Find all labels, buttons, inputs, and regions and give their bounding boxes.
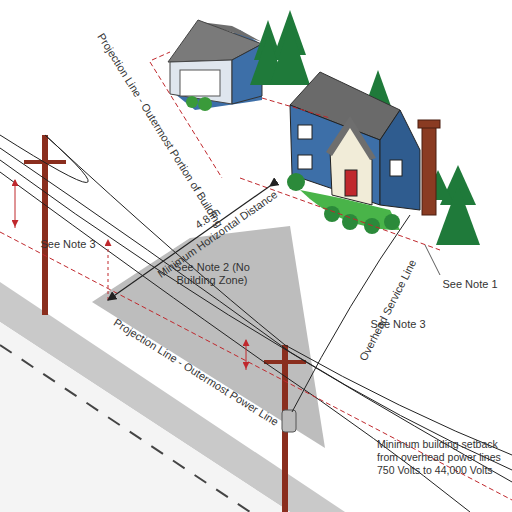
- callout-label: Overhead Service Line: [357, 257, 419, 362]
- caption-note: Minimum building setback from overhead p…: [377, 438, 505, 477]
- callout-label: See Note 3: [40, 238, 95, 251]
- callout-label: See Note 3: [370, 318, 425, 331]
- house: [287, 72, 440, 234]
- garage: [168, 20, 262, 111]
- callout-label: See Note 2 (No Building Zone): [170, 261, 254, 286]
- callout-label: See Note 1: [442, 278, 497, 291]
